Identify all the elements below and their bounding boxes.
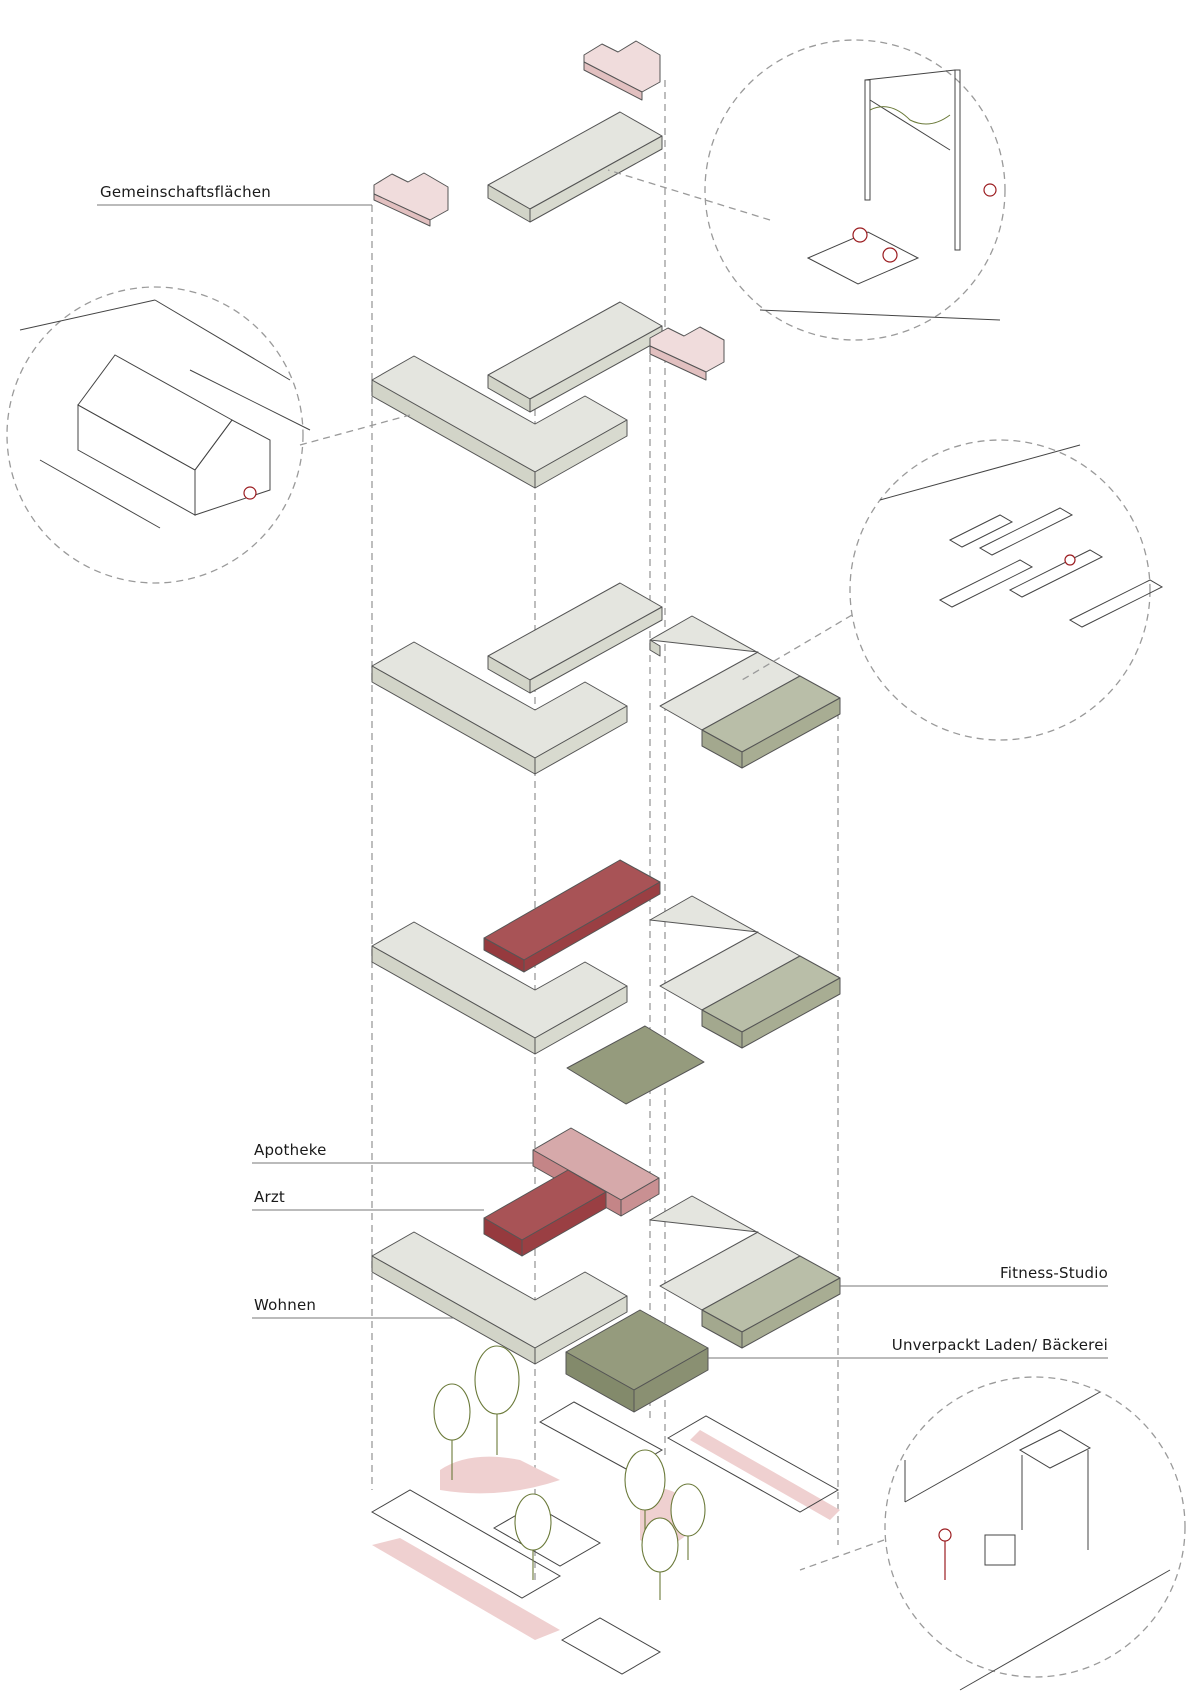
level-3 xyxy=(371,582,841,775)
greenhouse-detail xyxy=(6,286,411,584)
rooftop-pergola-detail xyxy=(607,39,1006,341)
level-4 xyxy=(371,859,841,1105)
label-apotheke: Apotheke xyxy=(254,1141,327,1159)
outdoor-fitness-detail xyxy=(799,1376,1186,1691)
ground-floor-uses xyxy=(371,1127,841,1413)
leader-lines xyxy=(97,204,1108,1359)
trees xyxy=(433,1345,706,1600)
label-arzt: Arzt xyxy=(254,1188,285,1206)
roof-level xyxy=(373,40,663,227)
label-wohnen: Wohnen xyxy=(254,1296,317,1314)
upper-roof-level xyxy=(371,301,725,489)
label-gemeinschaftsflaechen: Gemeinschaftsflächen xyxy=(100,183,271,201)
label-unverpackt-laden: Unverpackt Laden/ Bäckerei xyxy=(891,1336,1108,1354)
roof-house-top xyxy=(583,40,661,101)
raised-beds-detail xyxy=(741,439,1164,741)
green-plaza-square xyxy=(566,1025,705,1105)
roof-house-right xyxy=(649,326,725,381)
site-plan xyxy=(370,1345,840,1675)
label-fitness-studio: Fitness-Studio xyxy=(1000,1264,1108,1282)
roof-house-left xyxy=(373,172,449,227)
